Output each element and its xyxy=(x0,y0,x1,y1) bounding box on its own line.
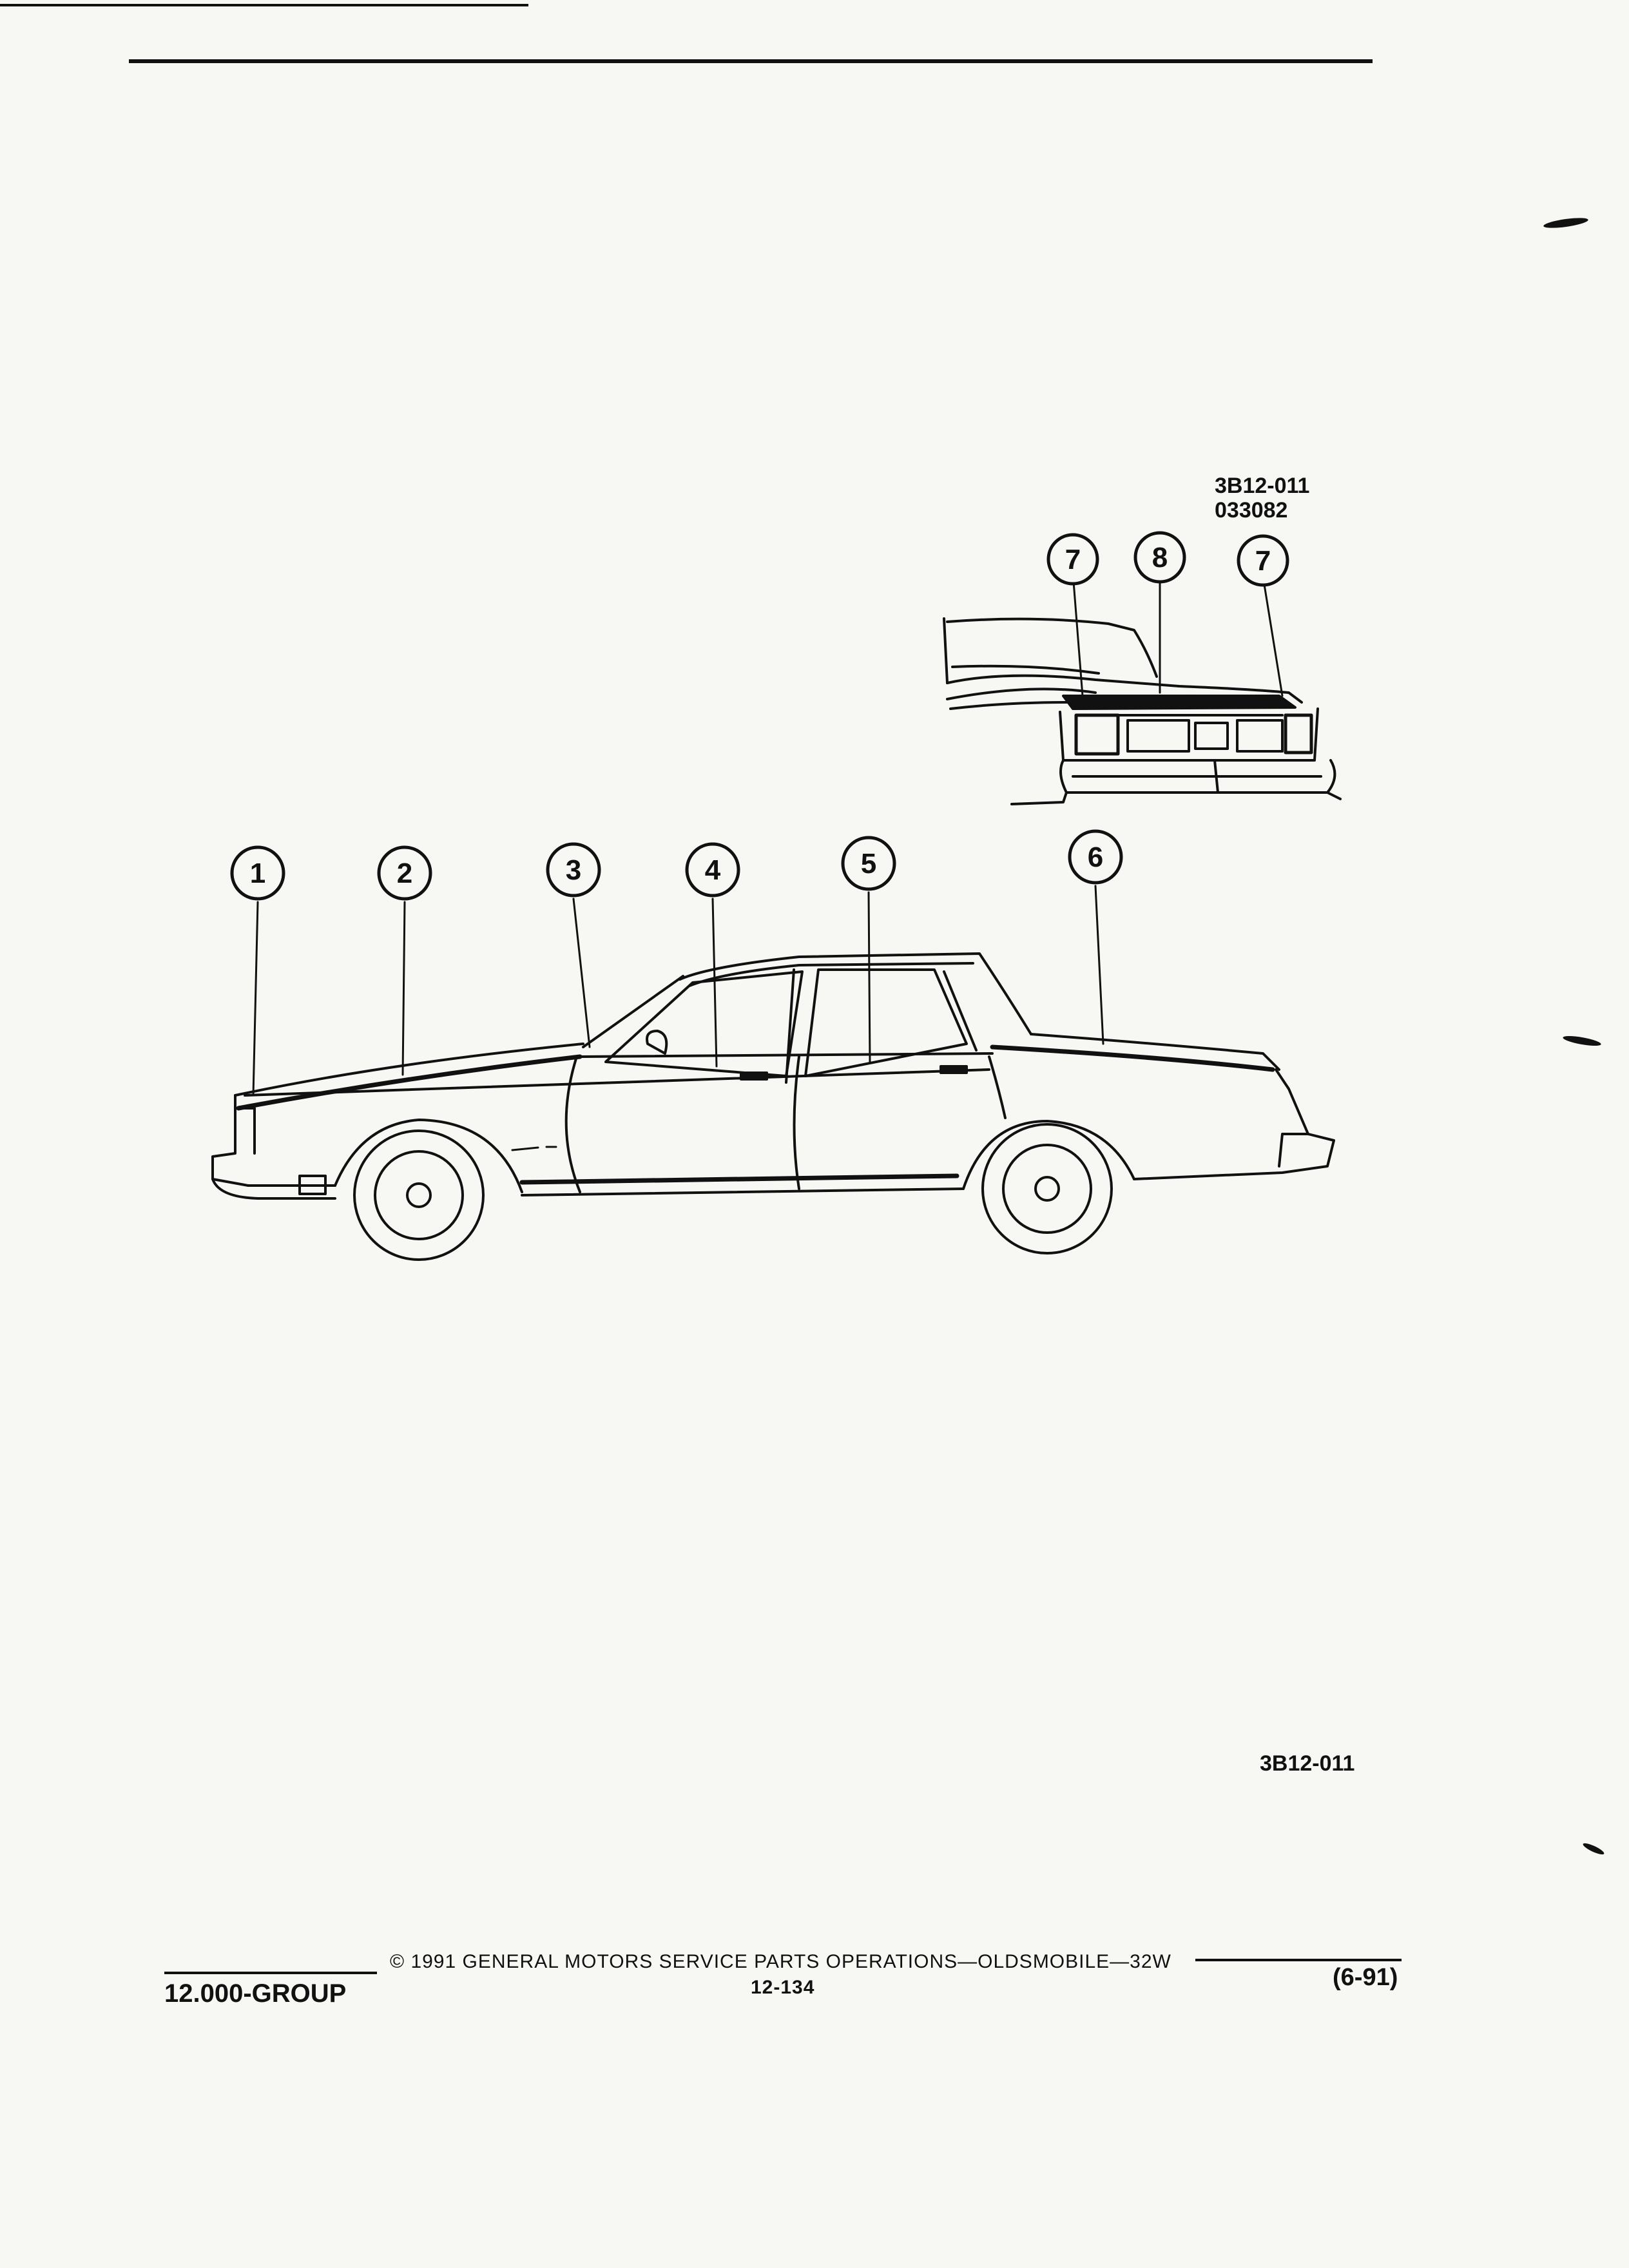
parts-diagram: 1 2 3 4 5 6 7 8 7 xyxy=(211,531,1342,1261)
svg-text:6: 6 xyxy=(1088,841,1103,873)
svg-text:5: 5 xyxy=(861,848,876,879)
svg-text:3: 3 xyxy=(566,854,581,886)
rear-wheel xyxy=(981,1123,1113,1254)
margin-mark xyxy=(1581,1841,1606,1857)
group-label: 12.000-GROUP xyxy=(164,1979,347,2008)
revision-date: (6-91) xyxy=(1333,1964,1398,1991)
svg-text:7: 7 xyxy=(1255,545,1271,577)
svg-text:1: 1 xyxy=(250,858,265,889)
callout-2: 2 xyxy=(377,845,432,901)
side-view-car-illustration xyxy=(211,952,1335,1200)
callout-5: 5 xyxy=(841,836,896,891)
svg-text:2: 2 xyxy=(397,858,412,889)
callout-7-left: 7 xyxy=(1046,533,1099,586)
insert-figure-code: 3B12-011 xyxy=(1215,474,1310,498)
copyright-line: © 1991 GENERAL MOTORS SERVICE PARTS OPER… xyxy=(390,1951,1171,1972)
footer-rule-right xyxy=(1195,1959,1402,1961)
svg-text:7: 7 xyxy=(1065,544,1081,575)
header-rule xyxy=(129,59,1373,63)
callout-7-right: 7 xyxy=(1237,534,1289,587)
insert-figure-number: 033082 xyxy=(1215,498,1288,523)
leader-lines xyxy=(252,572,1284,1097)
front-wheel xyxy=(353,1129,485,1261)
callout-4: 4 xyxy=(685,842,740,898)
callout-3: 3 xyxy=(546,842,601,898)
svg-text:4: 4 xyxy=(705,854,721,886)
callout-6: 6 xyxy=(1068,829,1123,885)
footer-rule-left xyxy=(164,1972,377,1974)
main-figure-code: 3B12-011 xyxy=(1260,1751,1355,1776)
callout-8: 8 xyxy=(1133,531,1186,584)
callout-1: 1 xyxy=(230,845,285,901)
top-edge-rule xyxy=(0,4,528,6)
svg-text:8: 8 xyxy=(1152,542,1168,573)
page-number: 12-134 xyxy=(751,1977,815,1998)
rear-view-illustration xyxy=(943,617,1342,805)
insert-figure-label: 3B12-011 033082 xyxy=(1215,474,1309,523)
